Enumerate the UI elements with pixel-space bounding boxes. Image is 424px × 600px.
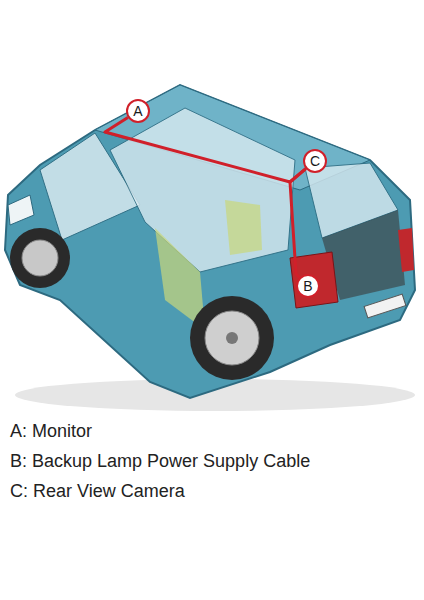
callout-letter: A [133,104,142,118]
callout-letter: C [310,154,320,168]
callout-circle: C [303,149,327,173]
legend-note: A: Monitor [10,421,92,443]
legend-note: B: Backup Lamp Power Supply Cable [10,451,310,473]
cable-route [105,117,306,182]
callout-circle: A [126,99,150,123]
callout-circle: B [296,274,320,298]
cable-route [290,169,306,278]
callout-letter: B [303,279,312,293]
legend-note: C: Rear View Camera [10,481,185,503]
